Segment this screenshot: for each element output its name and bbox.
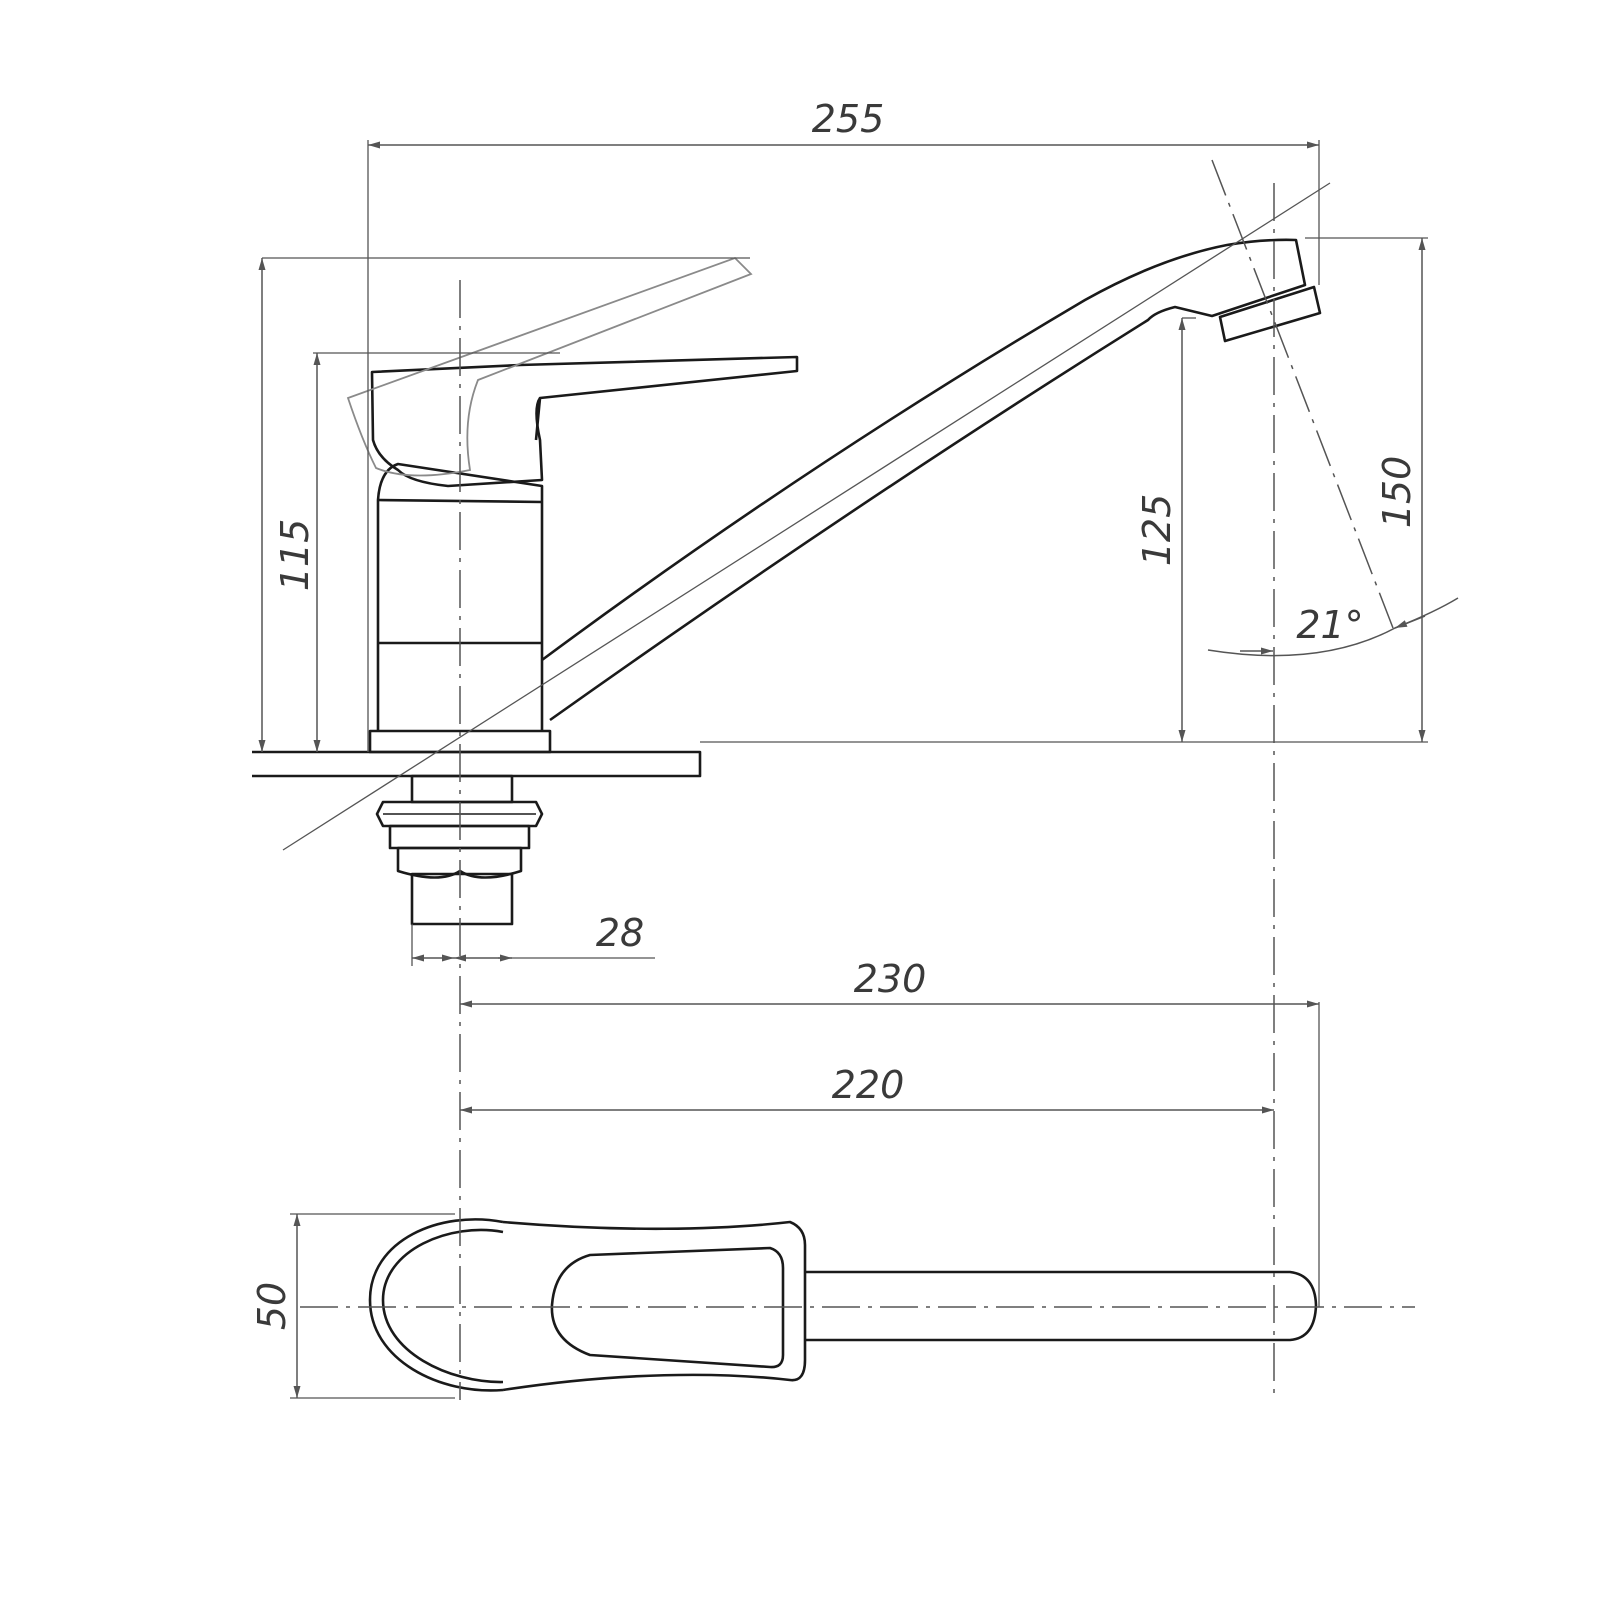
countertop xyxy=(252,750,702,778)
angle-arc xyxy=(1207,597,1459,657)
dim-21-angle-label: 21° xyxy=(1296,603,1363,647)
dim-28-label: 28 xyxy=(596,911,644,955)
dim-115-label: 115 xyxy=(273,519,317,592)
lever-handle-raised-phantom xyxy=(346,256,753,477)
dim-125-label: 125 xyxy=(1135,494,1179,567)
side-view xyxy=(252,238,1322,926)
dim-220-label: 220 xyxy=(832,1063,905,1107)
extension-lines xyxy=(262,140,1428,1399)
top-view xyxy=(368,1218,1318,1392)
top-lever xyxy=(502,1220,807,1392)
center-lines xyxy=(300,159,1415,1400)
dim-50-label: 50 xyxy=(250,1282,294,1330)
top-body-circle xyxy=(368,1218,504,1392)
top-spout xyxy=(805,1270,1318,1342)
lever-handle xyxy=(370,355,799,488)
aerator xyxy=(1218,285,1322,343)
dim-150-label: 150 xyxy=(1375,456,1419,529)
dimension-lines xyxy=(258,141,1426,1398)
spout xyxy=(541,238,1307,722)
dim-230-label: 230 xyxy=(854,957,927,1001)
dim-255-label: 255 xyxy=(812,97,885,141)
